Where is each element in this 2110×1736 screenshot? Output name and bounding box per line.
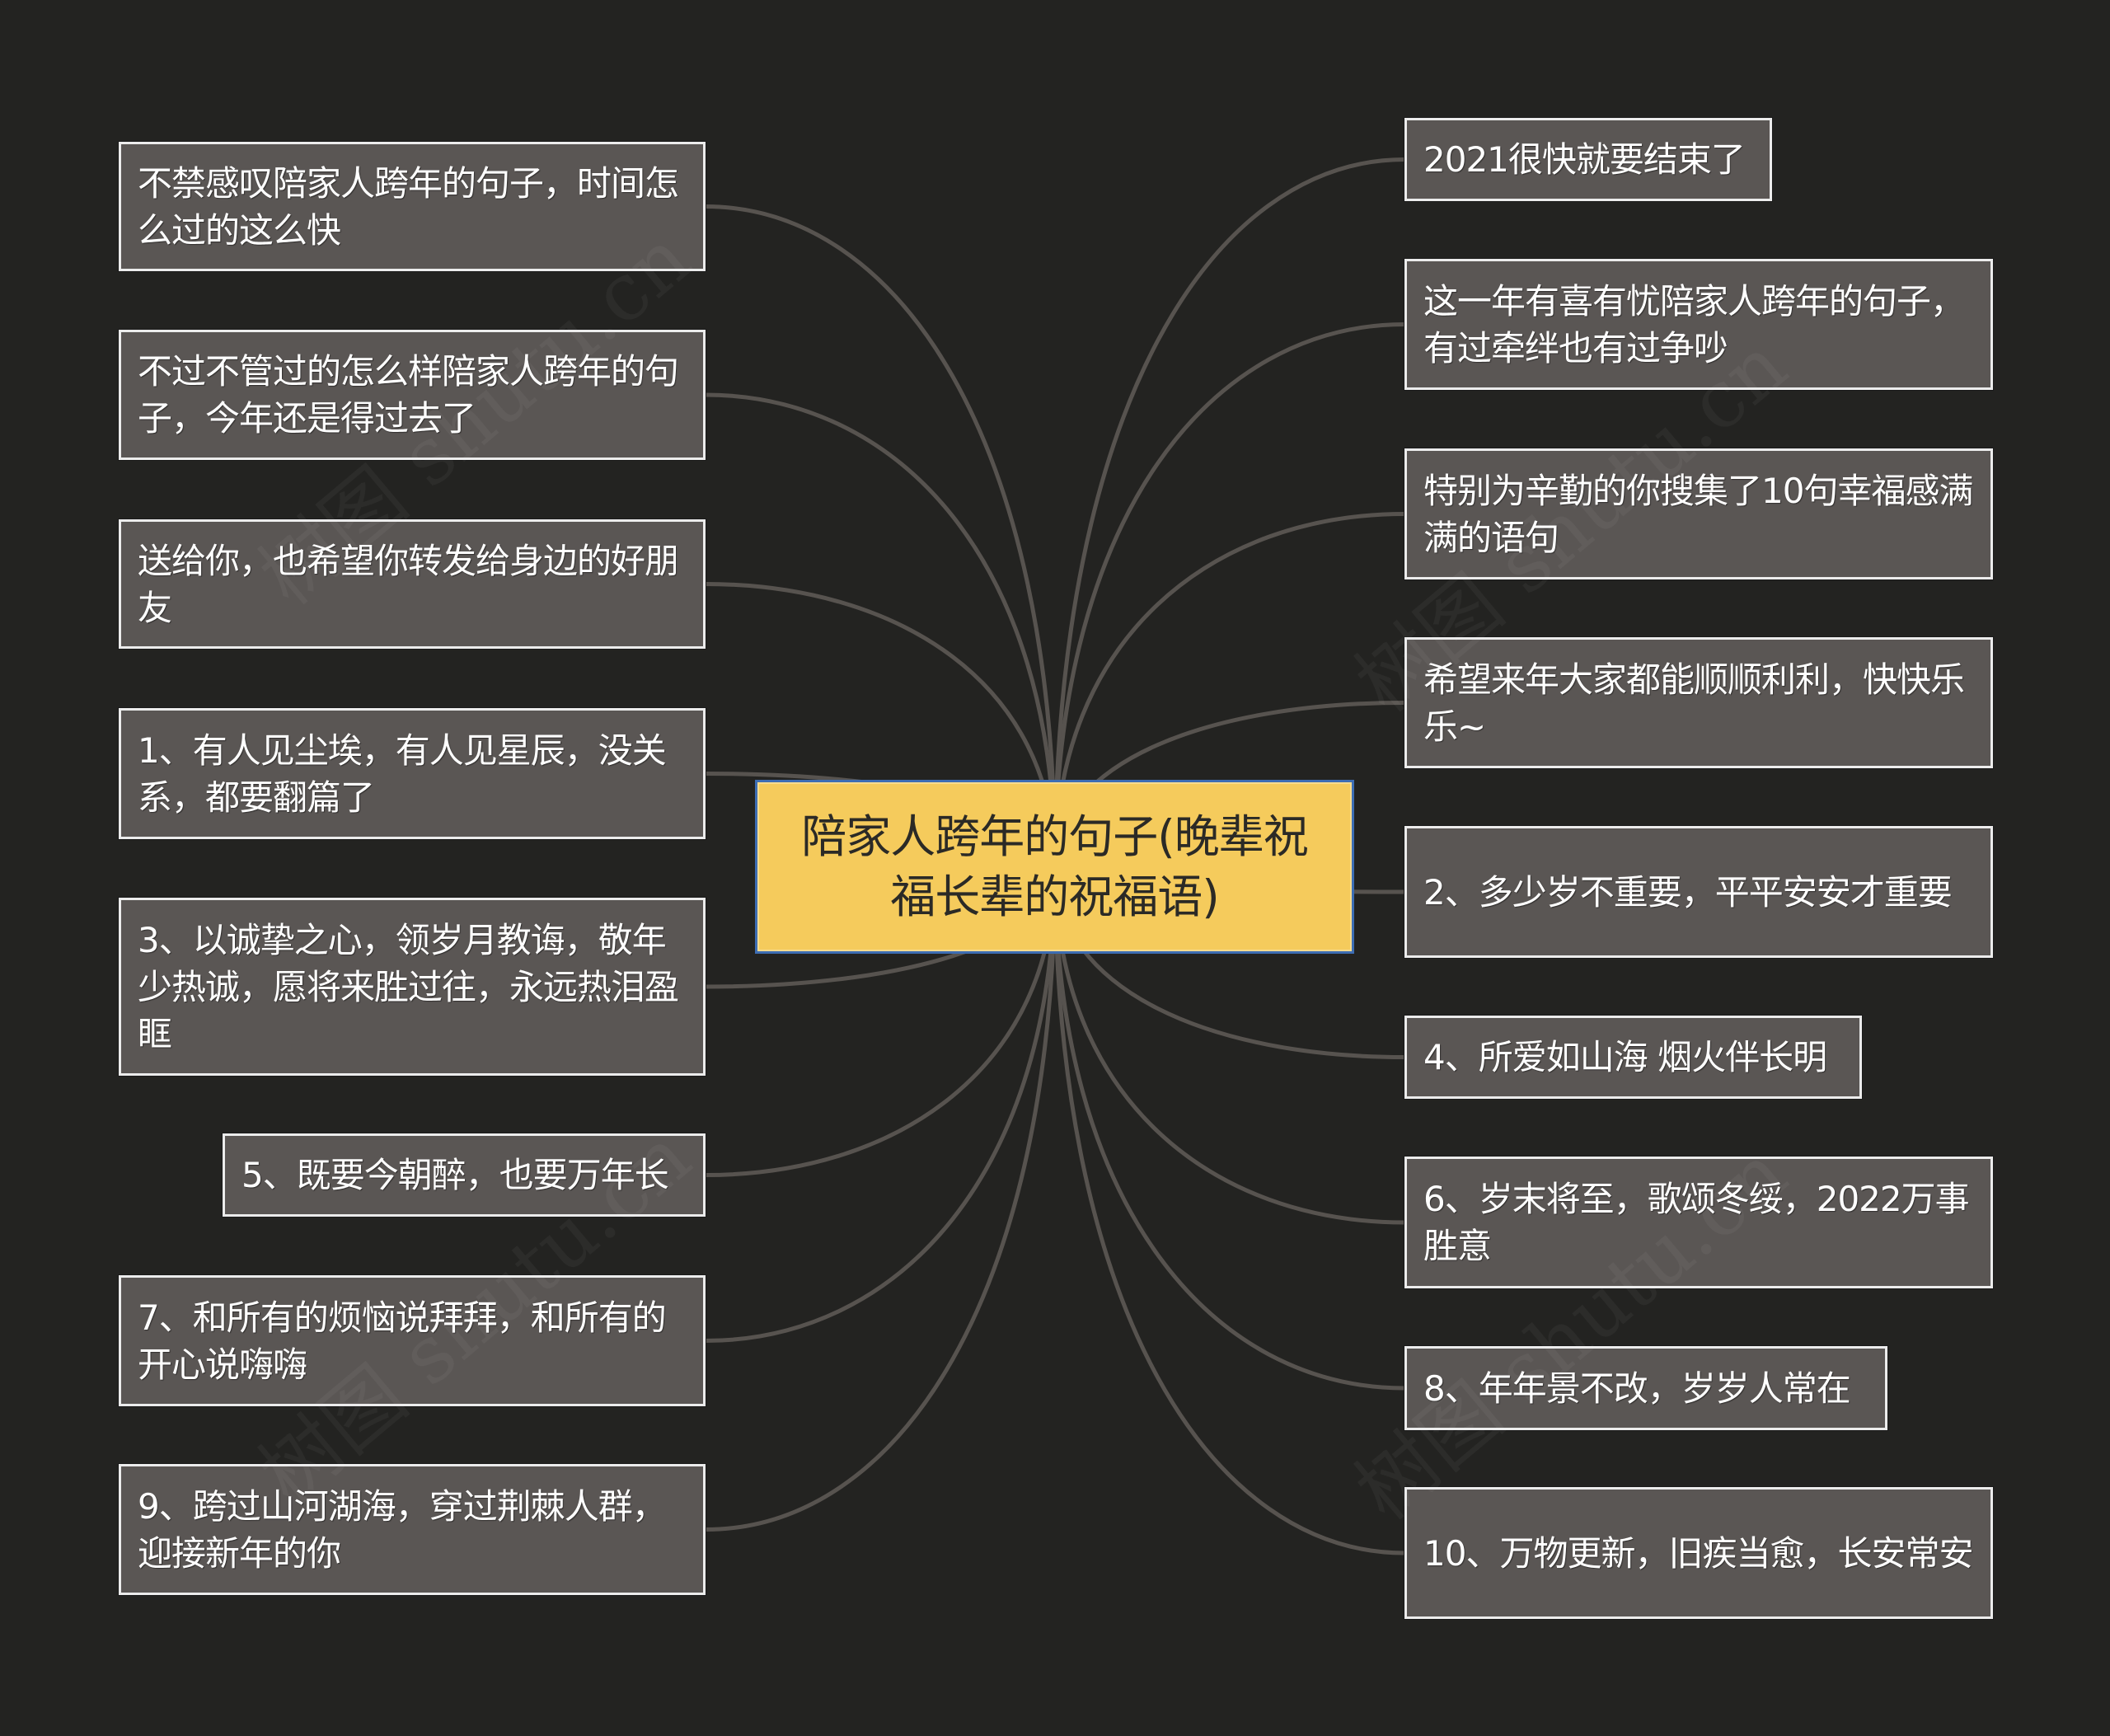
topic-label: 2021很快就要结束了 [1423,139,1746,180]
connector-line [705,204,1057,868]
topic-label: 9、跨过山河湖海，穿过荆棘人群，迎接新年的你 [138,1485,667,1574]
right-topic-node[interactable]: 2、多少岁不重要，平平安安才重要 [1404,825,1994,959]
connector-line [1053,866,1405,1555]
right-topic-node[interactable]: 6、岁末将至，歌颂冬绥，2022万事胜意 [1404,1156,1994,1289]
topic-label: 4、所爱如山海 烟火伴长明 [1423,1037,1827,1077]
topic-label: 8、年年景不改，岁岁人常在 [1423,1368,1851,1409]
connector-line [1053,866,1405,1225]
topic-label: 7、和所有的烦恼说拜拜，和所有的开心说嗨嗨 [138,1297,667,1385]
right-topic-node[interactable]: 2021很快就要结束了 [1404,117,1773,202]
right-topic-node[interactable]: 特别为辛勤的你搜集了10句幸福感满满的语句 [1404,448,1994,580]
connector-line [1053,322,1405,868]
topic-label: 3、以诚挚之心，领岁月教诲，敬年少热诚，愿将来胜过往，永远热泪盈眶 [138,919,679,1054]
topic-label: 特别为辛勤的你搜集了10句幸福感满满的语句 [1423,470,1973,558]
left-topic-node[interactable]: 1、有人见尘埃，有人见星辰，没关系，都要翻篇了 [118,707,706,840]
connector-line [705,392,1057,868]
left-topic-node[interactable]: 不过不管过的怎么样陪家人跨年的句子，今年还是得过去了 [118,329,706,461]
topic-label: 不过不管过的怎么样陪家人跨年的句子，今年还是得过去了 [138,351,679,439]
root-topic-node[interactable]: 陪家人跨年的句子(晚辈祝福长辈的祝福语) [755,780,1354,954]
topic-label: 10、万物更新，旧疾当愈，长安常安 [1423,1532,1973,1574]
left-topic-node[interactable]: 3、以诚挚之心，领岁月教诲，敬年少热诚，愿将来胜过往，永远热泪盈眶 [118,897,706,1077]
topic-label: 6、岁末将至，歌颂冬绥，2022万事胜意 [1423,1179,1970,1266]
right-topic-node[interactable]: 8、年年景不改，岁岁人常在 [1404,1345,1888,1431]
topic-label: 不禁感叹陪家人跨年的句子，时间怎么过的这么快 [138,162,679,251]
connector-line [1053,866,1405,1391]
connector-line [1053,512,1405,868]
root-topic-label: 陪家人跨年的句子(晚辈祝福长辈的祝福语) [801,809,1308,923]
topic-label: 1、有人见尘埃，有人见星辰，没关系，都要翻篇了 [138,730,667,818]
right-topic-node[interactable]: 4、所爱如山海 烟火伴长明 [1404,1015,1863,1100]
topic-label: 5、既要今朝醉，也要万年长 [241,1155,669,1195]
right-topic-node[interactable]: 这一年有喜有忧陪家人跨年的句子，有过牵绊也有过争吵 [1404,258,1994,391]
connector-line [1053,157,1405,868]
connector-line [705,866,1057,1343]
topic-label: 希望来年大家都能顺顺利利，快快乐乐~ [1423,659,1965,747]
left-topic-node[interactable]: 9、跨过山河湖海，穿过荆棘人群，迎接新年的你 [118,1463,706,1596]
left-topic-node[interactable]: 不禁感叹陪家人跨年的句子，时间怎么过的这么快 [118,141,706,272]
topic-label: 2、多少岁不重要，平平安安才重要 [1423,871,1953,913]
topic-label: 送给你，也希望你转发给身边的好朋友 [138,540,679,628]
left-topic-node[interactable]: 7、和所有的烦恼说拜拜，和所有的开心说嗨嗨 [118,1274,706,1407]
connector-line [705,866,1057,1532]
left-topic-node[interactable]: 5、既要今朝醉，也要万年长 [222,1133,706,1218]
right-topic-node[interactable]: 希望来年大家都能顺顺利利，快快乐乐~ [1404,636,1994,769]
topic-label: 这一年有喜有忧陪家人跨年的句子，有过牵绊也有过争吵 [1423,280,1965,368]
left-topic-node[interactable]: 送给你，也希望你转发给身边的好朋友 [118,518,706,650]
right-topic-node[interactable]: 10、万物更新，旧疾当愈，长安常安 [1404,1486,1994,1620]
